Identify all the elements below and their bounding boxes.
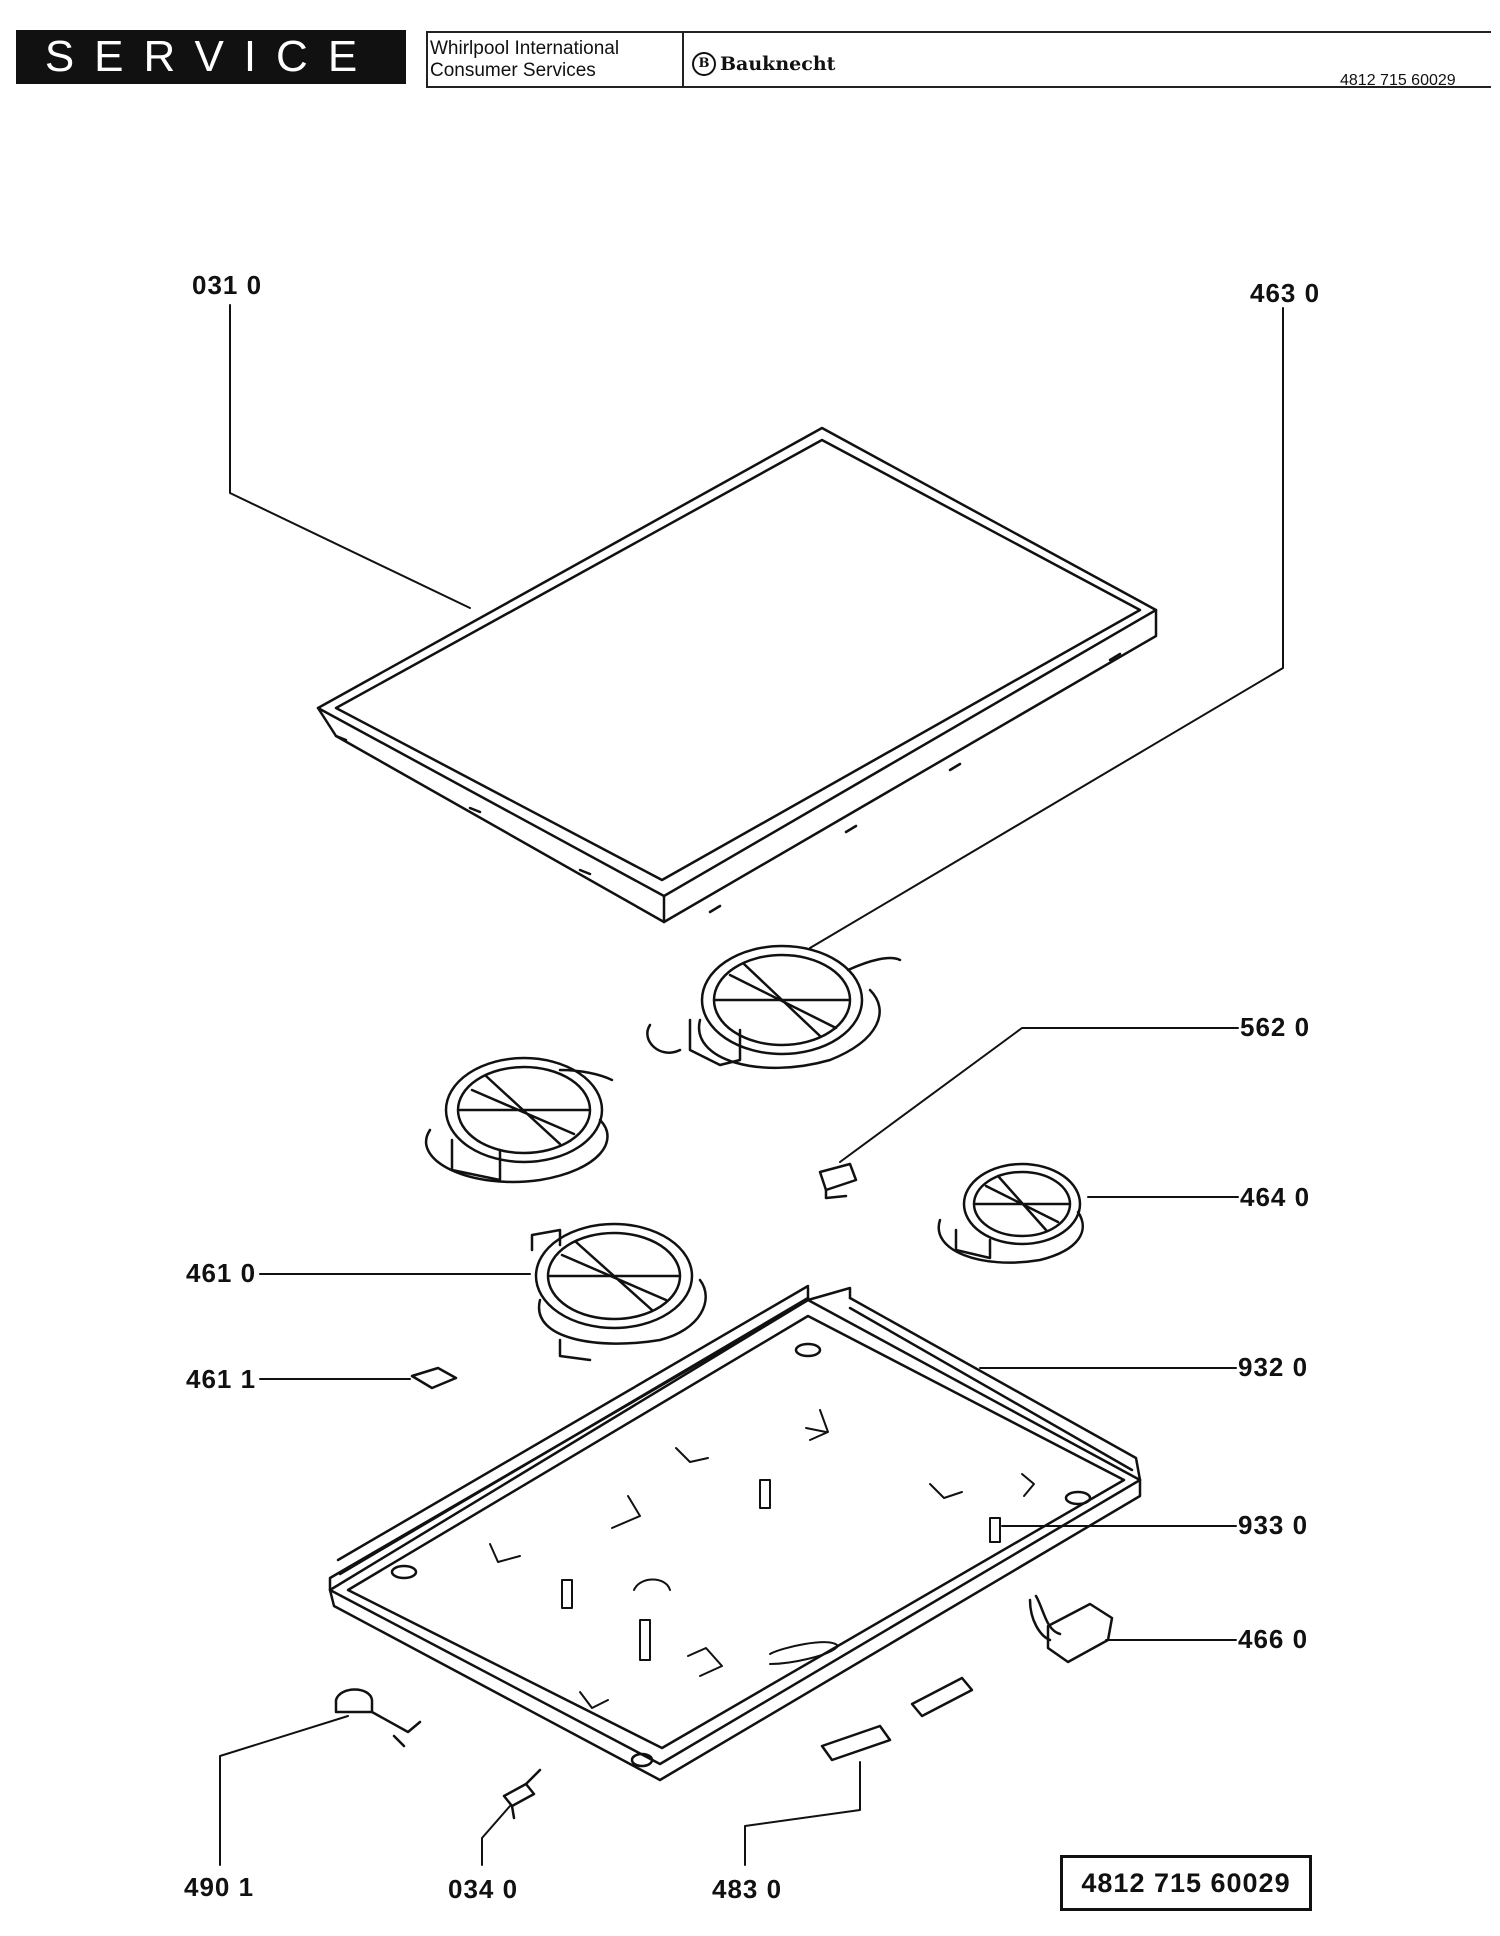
base-tray [328,1284,1142,1782]
callout-466-0: 466 0 [1238,1624,1309,1654]
clip-part [818,1162,858,1200]
callout-031-0: 031 0 [192,270,263,300]
callout-933-0: 933 0 [1238,1510,1309,1540]
brand-name: Bauknecht [720,53,836,75]
brand-logo: B Bauknecht [692,52,835,76]
connector-strip [820,1676,974,1762]
glass-top-panel [316,426,1158,924]
callout-463-0: 463 0 [1250,278,1321,308]
front-left-radiant-heater [530,1222,707,1362]
medium-radiant-heater [424,1056,614,1184]
company-line-2: Consumer Services [430,60,596,81]
header-doc-number: 4812 715 60029 [1340,72,1456,89]
service-banner: SERVICE [16,30,406,84]
callout-483-0: 483 0 [712,1874,783,1904]
large-radiant-heater [646,944,902,1070]
document-number-box: 4812 715 60029 [1060,1855,1312,1911]
callout-461-0: 461 0 [186,1258,257,1288]
callout-464-0: 464 0 [1240,1182,1311,1212]
company-line-1: Whirlpool International [430,38,620,59]
small-radiant-heater [937,1162,1084,1264]
tray-fittings [489,1409,1035,1709]
callout-490-1: 490 1 [184,1872,255,1902]
callout-932-0: 932 0 [1238,1352,1309,1382]
header-rule-top [426,31,1491,33]
callout-034-0: 034 0 [448,1874,519,1904]
terminal-block [1028,1594,1114,1664]
bracket-part [410,1366,458,1390]
leader-lines [219,304,1284,1866]
brand-mark-icon: B [692,52,716,76]
indicator-lamp [334,1688,422,1748]
company-name: Whirlpool International Consumer Service… [430,38,619,82]
header: SERVICE Whirlpool International Consumer… [0,0,1500,110]
callout-562-0: 562 0 [1240,1012,1311,1042]
header-rule-bottom [426,86,1491,88]
callout-461-1: 461 1 [186,1364,257,1394]
fuse-holder [502,1768,542,1820]
header-divider [682,31,684,88]
header-divider [426,31,428,88]
